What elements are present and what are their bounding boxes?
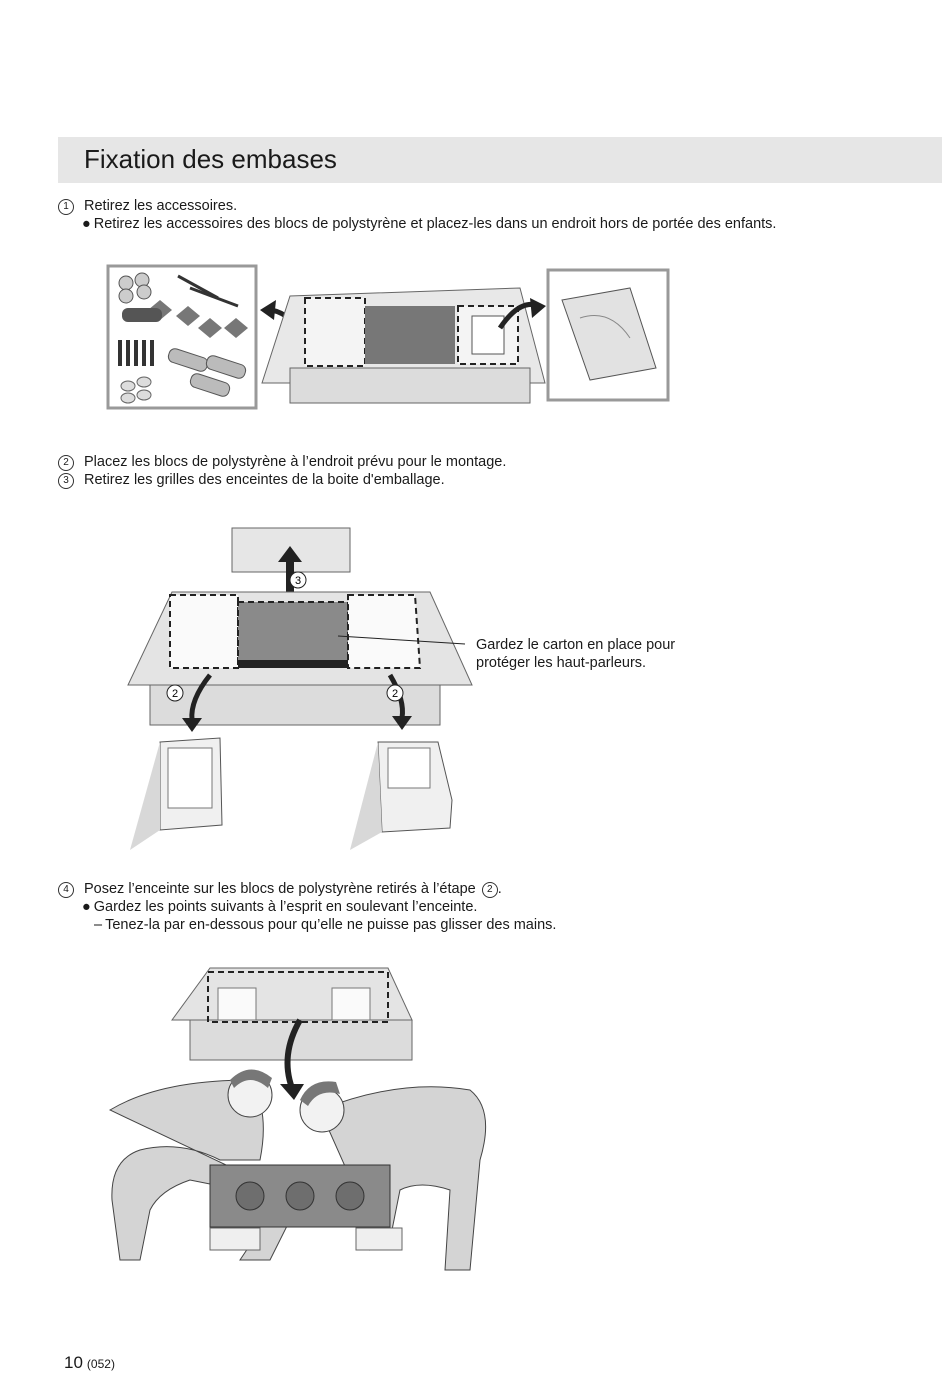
callout-line-1: Gardez le carton en place pour <box>476 636 675 654</box>
step-2: 2 Placez les blocs de polystyrène à l’end… <box>58 453 506 471</box>
packaging-box <box>262 288 545 403</box>
step-text: Posez l’enceinte sur les blocs de polyst… <box>84 881 476 897</box>
figure-lift-speaker <box>100 960 500 1285</box>
step-text-end: . <box>498 881 502 897</box>
page-number: 10 <box>64 1353 83 1372</box>
step-text: Retirez les accessoires. <box>84 198 237 214</box>
page-title: Fixation des embases <box>84 142 337 176</box>
foam-block-left <box>130 738 222 850</box>
dash-icon: – <box>94 917 102 933</box>
grille-panel <box>548 270 668 400</box>
step-1-bullet: ●Retirez les accessoires des blocs de po… <box>82 215 776 233</box>
callout-line-2: protéger les haut-parleurs. <box>476 654 675 672</box>
step-reference-badge: 2 <box>482 882 498 898</box>
sub-text: Tenez-la par en-dessous pour qu’elle ne … <box>105 917 556 933</box>
step-text: Placez les blocs de polystyrène à l’endr… <box>84 454 506 470</box>
page-footer: 10 (052) <box>64 1353 115 1373</box>
open-box <box>128 592 472 725</box>
foam-block-right <box>350 742 452 850</box>
section-header: Fixation des embases <box>58 137 942 183</box>
accessories-panel <box>108 266 256 408</box>
speaker <box>210 1165 402 1250</box>
step-number-badge: 3 <box>58 473 74 489</box>
bullet-icon: ● <box>82 899 91 915</box>
step-1: 1 Retirez les accessoires. <box>58 197 237 215</box>
marker-2-left: 2 <box>172 688 178 700</box>
bullet-icon: ● <box>82 216 91 232</box>
bullet-text: Gardez les points suivants à l’esprit en… <box>94 899 478 915</box>
step-3: 3 Retirez les grilles des enceintes de la… <box>58 471 445 489</box>
step-4-sub: –Tenez-la par en-dessous pour qu’elle ne… <box>94 916 556 934</box>
callout-text: Gardez le carton en place pour protéger … <box>476 636 675 672</box>
step-4-bullet: ●Gardez les points suivants à l’esprit e… <box>82 898 477 916</box>
figure-remove-grilles: 3 2 2 <box>120 520 480 855</box>
step-number-badge: 4 <box>58 882 74 898</box>
marker-3: 3 <box>295 575 301 587</box>
step-text: Retirez les grilles des enceintes de la … <box>84 472 445 488</box>
step-number-badge: 2 <box>58 455 74 471</box>
figure-accessories <box>100 258 680 418</box>
marker-2-right: 2 <box>392 688 398 700</box>
step-4: 4 Posez l’enceinte sur les blocs de polys… <box>58 880 502 898</box>
bullet-text: Retirez les accessoires des blocs de pol… <box>94 216 777 232</box>
step-number-badge: 1 <box>58 199 74 215</box>
page-code: (052) <box>87 1357 115 1371</box>
